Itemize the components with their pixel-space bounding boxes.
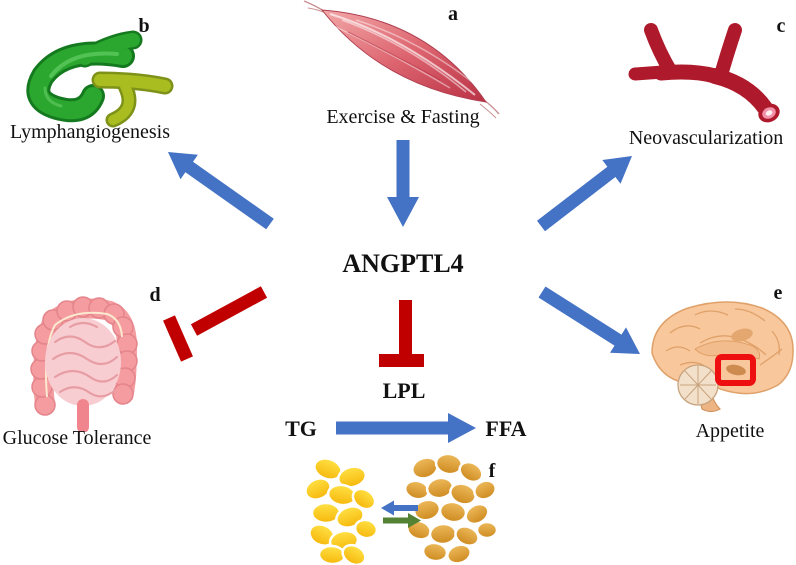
blood-vessel-illustration xyxy=(628,23,780,123)
caption-glucose-tolerance: Glucose Tolerance xyxy=(2,427,152,449)
yellow-adipocyte-cluster xyxy=(304,457,379,565)
reaction-arrow-tg-to-ffa xyxy=(336,413,476,443)
caption-exercise-fasting: Exercise & Fasting xyxy=(326,106,480,128)
activation-arrow-angptl4-to-neovascularization xyxy=(537,156,632,232)
intestine-illustration xyxy=(30,296,138,432)
ffa-label: FFA xyxy=(485,416,527,441)
panel-label-f: f xyxy=(488,460,496,482)
lpl-label: LPL xyxy=(382,378,426,403)
caption-lymphangiogenesis: Lymphangiogenesis xyxy=(10,121,170,143)
panel-label-d: d xyxy=(149,284,161,306)
orange-adipocyte-cluster xyxy=(403,452,499,564)
activation-arrow-angptl4-to-lymphangiogenesis xyxy=(168,152,274,230)
caption-appetite: Appetite xyxy=(695,420,765,442)
panel-label-e: e xyxy=(773,282,783,304)
panel-label-a: a xyxy=(448,3,458,25)
adipocyte-forward-arrow xyxy=(383,513,421,528)
brain-illustration xyxy=(651,301,794,413)
angptl4-label: ANGPTL4 xyxy=(342,249,464,278)
inhibition-arrow-angptl4-to-glucose-tolerance xyxy=(163,286,268,362)
tg-label: TG xyxy=(285,416,317,441)
adipocyte-reverse-arrow xyxy=(381,500,418,516)
activation-arrow-exercise-to-angptl4 xyxy=(387,140,419,227)
lymph-vessel-illustration xyxy=(26,30,174,128)
muscle-illustration xyxy=(303,0,500,119)
panel-label-b: b xyxy=(138,15,150,37)
activation-arrow-angptl4-to-appetite xyxy=(538,286,640,354)
inhibition-arrow-angptl4-to-lpl xyxy=(379,300,424,367)
hypothalamus-highlight-box xyxy=(715,354,756,386)
panel-label-c: c xyxy=(776,15,786,37)
caption-neovascularization: Neovascularization xyxy=(628,127,784,149)
